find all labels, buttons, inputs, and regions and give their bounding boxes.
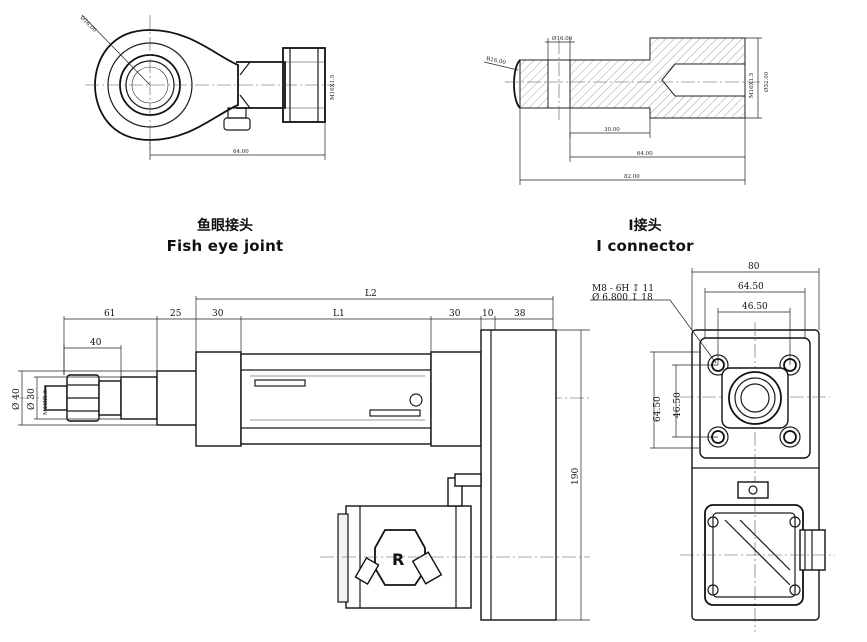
fish-eye-title-en: Fish eye joint [166, 237, 284, 255]
i-connector-title-en: I connector [596, 237, 694, 255]
i-connector-dim-64: 64.00 [637, 151, 653, 157]
dim-190-label: 190 [571, 468, 581, 485]
i-connector-drawing: Ø16.00 R16.00 M16X1.5 Ø32.00 30.00 64.00… [483, 35, 770, 185]
fish-eye-title-zh: 鱼眼接头 [197, 218, 253, 234]
dim-30a-label: 30 [212, 309, 224, 319]
i-connector-outer-diameter-label: Ø32.00 [763, 71, 770, 92]
i-connector-dim-30: 30.00 [604, 127, 620, 133]
hole-note-thread: M8 - 6H ↧ 11 [592, 284, 654, 294]
dim-stroke-label: L1 [333, 309, 345, 319]
i-connector-radius-label: R16.00 [486, 56, 507, 66]
fish-eye-thread-label: M16X1.5 [330, 74, 336, 100]
i-connector-pin-diameter-label: Ø16.00 [552, 35, 573, 42]
i-connector-title: I接头 I connector [570, 216, 720, 256]
dim-v46-50-label: 46.50 [673, 392, 683, 418]
dim-30b-label: 30 [449, 309, 461, 319]
fish-eye-length-label: 64.00 [233, 149, 249, 155]
dim-10-label: 10 [482, 309, 494, 319]
fish-eye-diameter-label: Ø16.00 [79, 14, 99, 34]
actuator-side-view: R L2 61 25 30 L1 30 10 38 [11, 289, 590, 621]
dim-80-label: 80 [748, 262, 760, 272]
fish-eye-title: 鱼眼接头 Fish eye joint [150, 216, 300, 256]
dim-thread-label: M16X1.5 [43, 389, 49, 415]
dim-38-label: 38 [514, 309, 526, 319]
dim-61-label: 61 [104, 309, 115, 319]
i-connector-dim-82: 82.00 [624, 174, 640, 180]
dim-total-label: L2 [365, 289, 377, 299]
hole-note-drill: Ø 6.800 ↧ 18 [592, 292, 653, 303]
dim-40-label: 40 [90, 338, 102, 348]
dim-25-label: 25 [170, 309, 182, 319]
fish-eye-joint-drawing: Ø16.00 M16X1.5 64.00 [79, 14, 336, 160]
dim-dia30-label: Ø 30 [26, 388, 37, 410]
dim-46-50-label: 46.50 [742, 302, 768, 312]
dim-v64-50-label: 64.50 [653, 396, 663, 422]
actuator-end-view: 80 64.50 46.50 M8 - 6H ↧ 11 Ø 6.800 ↧ 18… [590, 262, 835, 632]
svg-text:R: R [392, 550, 404, 569]
dim-64-50-label: 64.50 [738, 282, 764, 292]
i-connector-title-zh: I接头 [628, 218, 662, 234]
i-connector-thread-label: M16X1.5 [749, 72, 755, 98]
dim-dia40-label: Ø 40 [11, 388, 22, 410]
